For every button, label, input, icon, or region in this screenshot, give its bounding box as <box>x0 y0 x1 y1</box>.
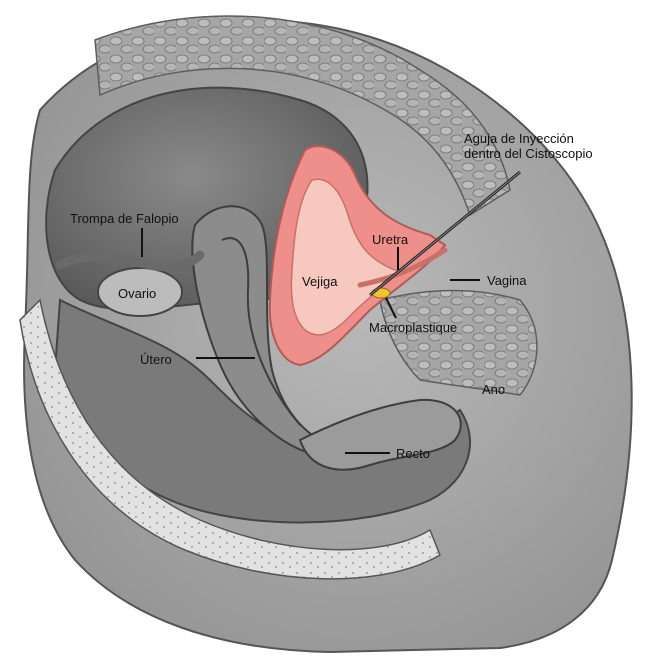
needle-label-line1: Aguja de Inyección <box>464 131 639 146</box>
fallopian-label: Trompa de Falopio <box>70 211 179 226</box>
ano-label: Ano <box>482 382 505 397</box>
needle-label: Aguja de Inyección dentro del Cistoscopi… <box>464 131 639 161</box>
ovario-label: Ovario <box>118 286 156 301</box>
vejiga-label: Vejiga <box>302 274 337 289</box>
vagina-label: Vagina <box>487 273 527 288</box>
needle-label-line2: dentro del Cistoscopio <box>464 146 639 161</box>
uretra-label: Uretra <box>372 232 408 247</box>
recto-label: Recto <box>396 446 430 461</box>
macroplastique-label: Macroplastique <box>369 320 457 335</box>
utero-label: Útero <box>140 352 172 367</box>
